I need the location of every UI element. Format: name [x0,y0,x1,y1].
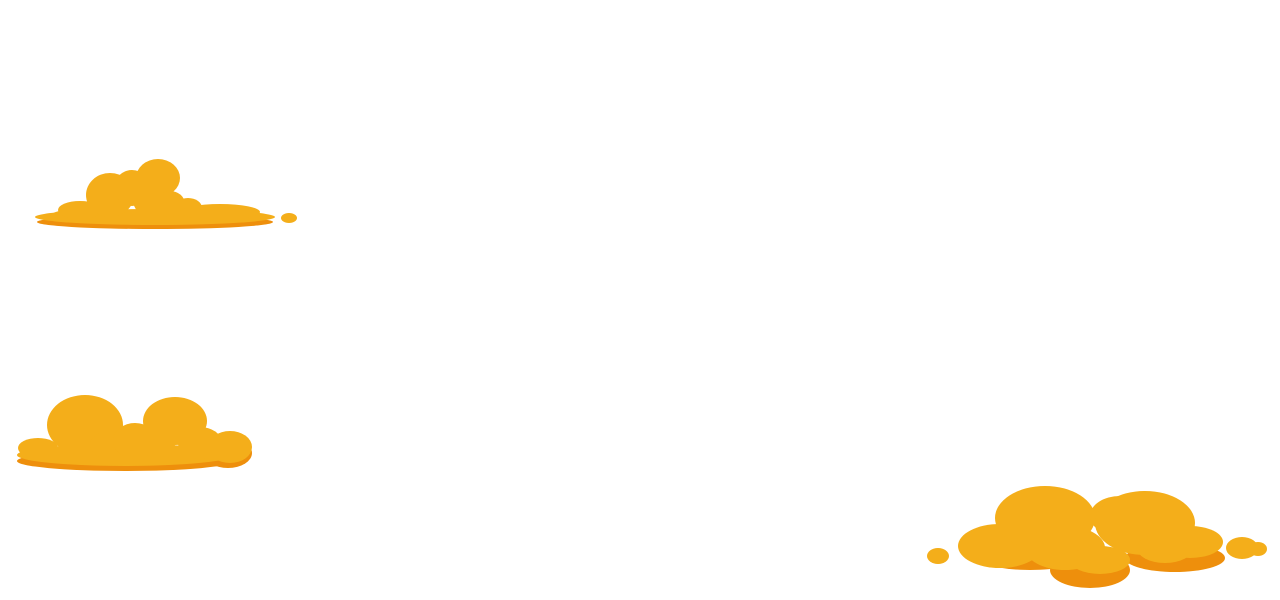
cloud-icon [927,486,1267,588]
cloud-top-left [30,150,310,240]
cloud-bottom-right [920,478,1275,598]
cloud-icon [17,395,252,471]
cloud-icon [35,159,297,229]
cloud-middle-left [10,385,260,480]
